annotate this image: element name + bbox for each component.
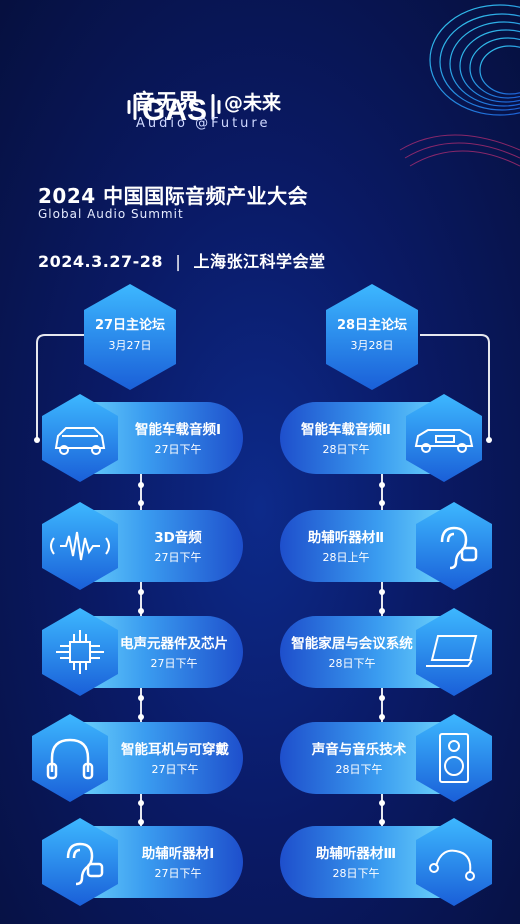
right-session-3-time: 28日下午 <box>328 657 376 670</box>
earbud-icon <box>416 818 492 906</box>
right-session-3-title: 智能家居与会议系统 <box>291 636 413 652</box>
speaker-icon <box>416 714 492 802</box>
left-session-1-title: 智能车载音频Ⅰ <box>134 422 222 438</box>
right-session-1[interactable]: 智能车载音频Ⅱ 28日下午 <box>286 420 406 460</box>
left-session-3[interactable]: 电声元器件及芯片 27日下午 <box>108 634 240 674</box>
right-session-1-title: 智能车载音频Ⅱ <box>301 422 391 438</box>
left-session-5-title: 助辅听器材Ⅰ <box>141 846 215 862</box>
left-header-date: 3月27日 <box>108 339 152 352</box>
right-session-1-time: 28日下午 <box>322 443 370 456</box>
slogan-cn: 音无界 <box>134 90 200 114</box>
right-session-4-title: 声音与音乐技术 <box>311 742 407 758</box>
right-session-2[interactable]: 助辅听器材Ⅱ 28日上午 <box>286 528 406 568</box>
right-header-date: 3月28日 <box>350 339 394 352</box>
right-session-5[interactable]: 助辅听器材Ⅲ 28日下午 <box>296 844 416 884</box>
left-session-2-title: 3D音频 <box>154 530 202 546</box>
event-venue: 上海张江科学会堂 <box>193 252 326 271</box>
hearing-aid-icon <box>42 818 118 906</box>
right-session-4[interactable]: 声音与音乐技术 28日下午 <box>296 740 422 780</box>
left-session-3-time: 27日下午 <box>150 657 198 670</box>
laptop-icon <box>416 608 492 696</box>
left-header-title: 27日主论坛 <box>94 318 166 333</box>
left-header[interactable]: 27日主论坛 3月27日 <box>80 316 180 356</box>
slogan-at: @未来 <box>224 92 282 114</box>
right-session-3[interactable]: 智能家居与会议系统 28日下午 <box>282 634 422 674</box>
chip-icon <box>42 608 118 696</box>
right-session-4-time: 28日下午 <box>335 763 383 776</box>
event-title-cn: 2024 中国国际音频产业大会 <box>38 184 309 208</box>
headphone-icon <box>32 714 108 802</box>
left-session-2-time: 27日下午 <box>154 551 202 564</box>
left-session-5-time: 27日下午 <box>154 867 202 880</box>
logo-text: GAS <box>142 94 207 127</box>
right-header-hex <box>326 284 418 390</box>
right-header-title: 28日主论坛 <box>336 318 408 333</box>
event-title-en: Global Audio Summit <box>38 207 184 221</box>
left-header-hex <box>84 284 176 390</box>
left-session-1-time: 27日下午 <box>154 443 202 456</box>
right-session-5-time: 28日下午 <box>332 867 380 880</box>
left-session-3-title: 电声元器件及芯片 <box>120 636 228 652</box>
slogan-en: Audio @Future <box>136 116 271 131</box>
sound-wave-icon <box>42 502 118 590</box>
left-session-2[interactable]: 3D音频 27日下午 <box>118 528 238 568</box>
car-icon <box>42 394 118 482</box>
event-date: 2024.3.27-28 <box>38 252 163 271</box>
gas-logo: GAS <box>127 94 221 127</box>
event-date-venue: 2024.3.27-28 | 上海张江科学会堂 <box>38 252 326 271</box>
left-session-4-title: 智能耳机与可穿戴 <box>121 742 229 758</box>
right-session-2-time: 28日上午 <box>322 551 370 564</box>
left-session-5[interactable]: 助辅听器材Ⅰ 27日下午 <box>118 844 238 884</box>
left-session-1[interactable]: 智能车载音频Ⅰ 27日下午 <box>118 420 238 460</box>
right-session-5-title: 助辅听器材Ⅲ <box>315 846 397 862</box>
right-header[interactable]: 28日主论坛 3月28日 <box>322 316 422 356</box>
hearing-aid-icon <box>416 502 492 590</box>
right-session-2-title: 助辅听器材Ⅱ <box>307 530 385 546</box>
electric-car-icon <box>406 394 482 482</box>
decorative-swirl <box>399 4 520 167</box>
left-session-4-time: 27日下午 <box>151 763 199 776</box>
left-session-4[interactable]: 智能耳机与可穿戴 27日下午 <box>108 740 242 780</box>
